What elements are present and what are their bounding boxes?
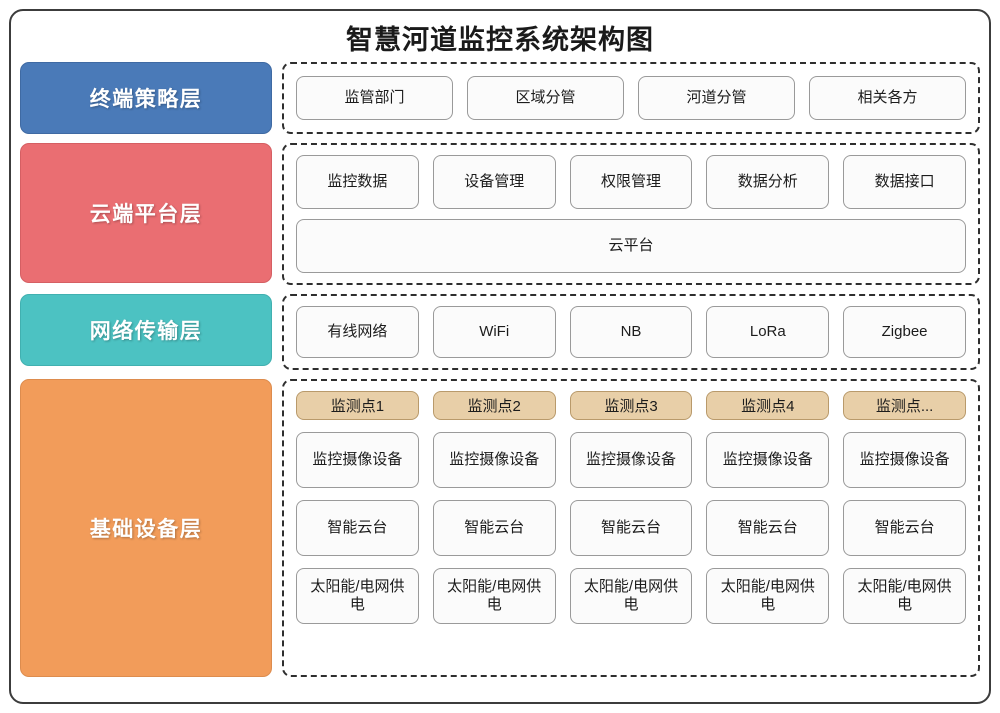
camera-device-row: 监控摄像设备 监控摄像设备 监控摄像设备 监控摄像设备 监控摄像设备 [296,432,966,488]
monitoring-point-chip[interactable]: 监测点... [843,391,966,420]
node-box[interactable]: Zigbee [843,306,966,358]
node-box[interactable]: 相关各方 [809,76,966,120]
layer-label-terminal-strategy[interactable]: 终端策略层 [20,62,272,134]
node-box[interactable]: 监控摄像设备 [843,432,966,488]
node-row: 监管部门 区域分管 河道分管 相关各方 [296,76,966,120]
layer-row-cloud-platform: 云端平台层 监控数据 设备管理 权限管理 数据分析 数据接口 云平台 [20,143,980,285]
layer-group-base-equipment: 监测点1 监测点2 监测点3 监测点4 监测点... 监控摄像设备 监控摄像设备… [282,379,980,677]
node-box[interactable]: 数据分析 [706,155,830,209]
node-box[interactable]: 智能云台 [843,500,966,556]
node-box[interactable]: 智能云台 [296,500,419,556]
node-box[interactable]: 设备管理 [432,155,556,209]
power-supply-row: 太阳能/电网供电 太阳能/电网供电 太阳能/电网供电 太阳能/电网供电 太阳能/… [296,568,966,624]
node-box[interactable]: 有线网络 [296,306,419,358]
node-box[interactable]: NB [569,306,693,358]
ptz-device-row: 智能云台 智能云台 智能云台 智能云台 智能云台 [296,500,966,556]
node-box-cloud-platform[interactable]: 云平台 [296,219,966,273]
monitoring-point-chip[interactable]: 监测点3 [569,391,693,420]
layer-group-terminal-strategy: 监管部门 区域分管 河道分管 相关各方 [282,62,980,134]
monitoring-point-chip[interactable]: 监测点4 [706,391,830,420]
node-row: 有线网络 WiFi NB LoRa Zigbee [296,306,966,358]
node-box[interactable]: 太阳能/电网供电 [843,568,966,624]
page-title: 智慧河道监控系统架构图 [346,25,654,55]
node-box[interactable]: 智能云台 [432,500,556,556]
layer-label-cloud-platform[interactable]: 云端平台层 [20,143,272,283]
node-row: 云平台 [296,219,966,273]
layer-group-cloud-platform: 监控数据 设备管理 权限管理 数据分析 数据接口 云平台 [282,143,980,285]
layer-stack: 终端策略层 监管部门 区域分管 河道分管 相关各方 云端平台层 监控数据 设备管… [20,62,980,686]
node-box[interactable]: 监控摄像设备 [432,432,556,488]
monitoring-point-chip[interactable]: 监测点2 [432,391,556,420]
node-box[interactable]: 河道分管 [638,76,795,120]
node-box[interactable]: 监控摄像设备 [569,432,693,488]
node-box[interactable]: 智能云台 [569,500,693,556]
node-box[interactable]: 数据接口 [843,155,966,209]
node-box[interactable]: 区域分管 [467,76,624,120]
node-box[interactable]: 太阳能/电网供电 [296,568,419,624]
node-box[interactable]: 太阳能/电网供电 [432,568,556,624]
node-box[interactable]: 智能云台 [706,500,830,556]
node-box[interactable]: 监控数据 [296,155,419,209]
node-box[interactable]: 监控摄像设备 [296,432,419,488]
node-box[interactable]: 权限管理 [569,155,693,209]
monitoring-point-chip[interactable]: 监测点1 [296,391,419,420]
layer-row-terminal-strategy: 终端策略层 监管部门 区域分管 河道分管 相关各方 [20,62,980,134]
node-box[interactable]: 监控摄像设备 [706,432,830,488]
node-box[interactable]: LoRa [706,306,830,358]
node-box[interactable]: 太阳能/电网供电 [569,568,693,624]
node-row: 监控数据 设备管理 权限管理 数据分析 数据接口 [296,155,966,209]
layer-row-base-equipment: 基础设备层 监测点1 监测点2 监测点3 监测点4 监测点... 监控摄像设备 … [20,379,980,677]
node-box[interactable]: 监管部门 [296,76,453,120]
node-box[interactable]: WiFi [432,306,556,358]
layer-group-network-transmission: 有线网络 WiFi NB LoRa Zigbee [282,294,980,370]
layer-row-network-transmission: 网络传输层 有线网络 WiFi NB LoRa Zigbee [20,294,980,370]
layer-label-network-transmission[interactable]: 网络传输层 [20,294,272,366]
layer-label-base-equipment[interactable]: 基础设备层 [20,379,272,677]
node-box[interactable]: 太阳能/电网供电 [706,568,830,624]
monitoring-point-row: 监测点1 监测点2 监测点3 监测点4 监测点... [296,391,966,420]
